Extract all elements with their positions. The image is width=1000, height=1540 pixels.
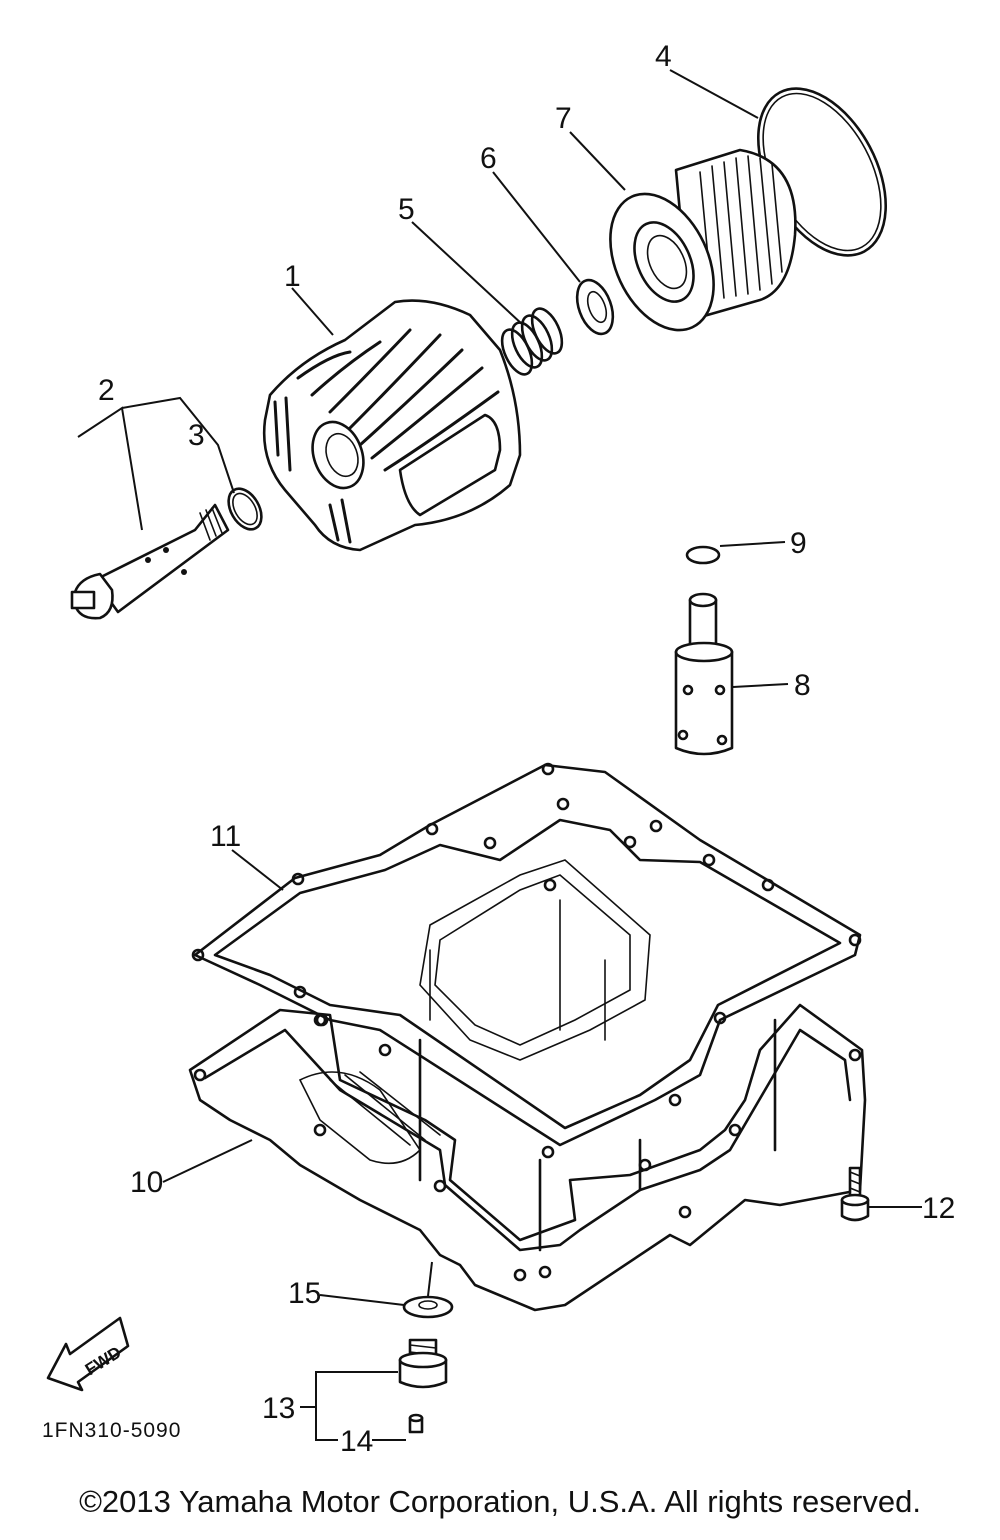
part-15-washer <box>402 1295 454 1319</box>
callout-6: 6 <box>480 142 497 175</box>
copyright-notice: ©2013 Yamaha Motor Corporation, U.S.A. A… <box>79 1484 921 1519</box>
callout-3: 3 <box>188 419 205 452</box>
callout-15: 15 <box>288 1277 321 1310</box>
callout-labels: 4 7 6 5 1 2 3 9 8 11 10 12 15 13 14 <box>98 40 955 1458</box>
part-7-oil-filter-element <box>609 148 797 332</box>
callout-14: 14 <box>340 1425 373 1458</box>
part-2-bolt <box>70 503 230 620</box>
callout-4: 4 <box>655 40 672 73</box>
leader-lines <box>77 69 922 1441</box>
callout-9: 9 <box>790 527 807 560</box>
callout-11: 11 <box>210 820 241 853</box>
callout-1: 1 <box>284 260 301 293</box>
part-5-spring <box>500 307 564 376</box>
callout-5: 5 <box>398 193 415 226</box>
fwd-arrow: FWD <box>46 1316 130 1392</box>
callout-8: 8 <box>794 669 811 702</box>
part-9-o-ring <box>685 545 721 565</box>
part-1-filter-cover <box>262 299 522 552</box>
callout-13: 13 <box>262 1392 295 1425</box>
callout-2: 2 <box>98 374 115 407</box>
diagram-code: 1FN310-5090 <box>42 1419 181 1442</box>
part-6-washer <box>575 278 615 336</box>
part-10-oil-pan <box>188 1003 867 1312</box>
callout-7: 7 <box>555 102 572 135</box>
callout-10: 10 <box>130 1166 163 1199</box>
part-14-plug <box>408 1413 424 1434</box>
part-3-o-ring <box>227 487 263 531</box>
part-12-bolt <box>840 1166 870 1222</box>
part-8-relief-valve <box>674 592 734 756</box>
callout-12: 12 <box>922 1192 955 1225</box>
oil-filter-diagram: FWD 4 7 6 5 1 2 3 9 8 11 10 12 15 13 <box>42 40 955 1458</box>
part-13-drain-bolt <box>398 1338 448 1389</box>
part-11-gasket <box>191 762 862 1159</box>
